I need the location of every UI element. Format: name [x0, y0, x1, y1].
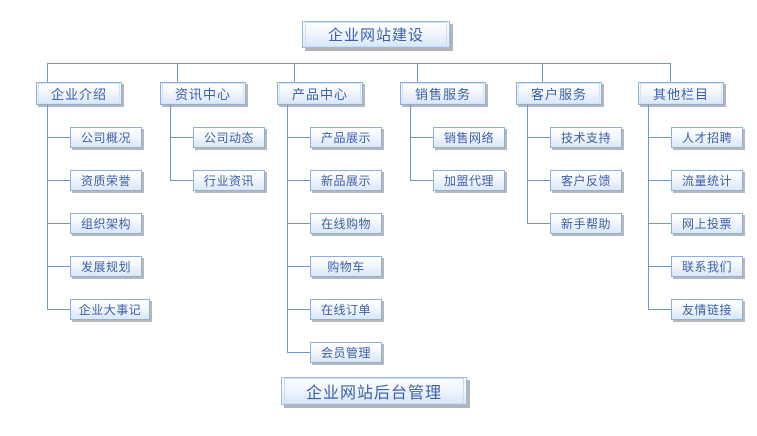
connector-branch-5-1: [527, 137, 550, 138]
connector-trunk-4: [410, 105, 411, 180]
leaf-node-3-3[interactable]: 在线购物: [310, 213, 382, 234]
connector-branch-1-1: [47, 137, 70, 138]
leaf-node-3-1[interactable]: 产品展示: [310, 127, 382, 148]
connector-branch-1-5: [47, 309, 70, 310]
category-node-5[interactable]: 客户服务: [516, 82, 602, 105]
connector-trunk-6: [648, 105, 649, 309]
category-node-1[interactable]: 企业介绍: [36, 82, 122, 105]
category-label-6: 其他栏目: [640, 83, 722, 104]
root-node-label: 企业网站建设: [305, 22, 447, 47]
connector-branch-3-5: [287, 309, 310, 310]
connector-drop-4: [417, 63, 418, 82]
leaf-node-3-2[interactable]: 新品展示: [310, 170, 382, 191]
connector-branch-3-1: [287, 137, 310, 138]
leaf-node-6-3[interactable]: 网上投票: [671, 213, 743, 234]
connector-trunk-1: [47, 105, 48, 309]
leaf-node-1-1[interactable]: 公司概况: [70, 127, 142, 148]
leaf-node-5-1[interactable]: 技术支持: [550, 127, 622, 148]
leaf-node-1-2[interactable]: 资质荣誉: [70, 170, 142, 191]
category-node-3[interactable]: 产品中心: [277, 82, 363, 105]
leaf-node-5-2[interactable]: 客户反馈: [550, 170, 622, 191]
leaf-node-6-1[interactable]: 人才招聘: [671, 127, 743, 148]
footer-node[interactable]: 企业网站后台管理: [281, 377, 467, 405]
leaf-node-1-3[interactable]: 组织架构: [70, 213, 142, 234]
leaf-node-6-5[interactable]: 友情链接: [671, 299, 743, 320]
connector-trunk-5: [527, 105, 528, 223]
category-label-5: 客户服务: [518, 83, 600, 104]
connector-drop-2: [177, 63, 178, 82]
connector-branch-4-2: [410, 180, 433, 181]
leaf-node-4-1[interactable]: 销售网络: [433, 127, 505, 148]
connector-trunk-2: [170, 105, 171, 180]
leaf-node-3-6[interactable]: 会员管理: [310, 342, 382, 363]
leaf-node-2-2[interactable]: 行业资讯: [193, 170, 265, 191]
connector-branch-1-4: [47, 266, 70, 267]
connector-branch-6-3: [648, 223, 671, 224]
connector-branch-3-4: [287, 266, 310, 267]
category-label-3: 产品中心: [279, 83, 361, 104]
leaf-node-2-1[interactable]: 公司动态: [193, 127, 265, 148]
root-node[interactable]: 企业网站建设: [302, 21, 450, 48]
connector-branch-1-2: [47, 180, 70, 181]
connector-branch-3-6: [287, 352, 310, 353]
connector-top-bus: [47, 63, 671, 64]
leaf-node-1-5[interactable]: 企业大事记: [70, 299, 150, 320]
leaf-node-3-5[interactable]: 在线订单: [310, 299, 382, 320]
leaf-node-6-2[interactable]: 流量统计: [671, 170, 743, 191]
connector-trunk-3: [287, 105, 288, 352]
connector-branch-3-2: [287, 180, 310, 181]
category-node-4[interactable]: 销售服务: [400, 82, 486, 105]
connector-branch-6-1: [648, 137, 671, 138]
connector-branch-5-2: [527, 180, 550, 181]
category-node-6[interactable]: 其他栏目: [638, 82, 724, 105]
leaf-node-4-2[interactable]: 加盟代理: [433, 170, 505, 191]
connector-branch-3-3: [287, 223, 310, 224]
connector-branch-1-3: [47, 223, 70, 224]
footer-node-label: 企业网站后台管理: [284, 378, 464, 404]
connector-branch-2-1: [170, 137, 193, 138]
category-label-2: 资讯中心: [162, 83, 244, 104]
connector-branch-5-3: [527, 223, 550, 224]
connector-branch-2-2: [170, 180, 193, 181]
leaf-node-6-4[interactable]: 联系我们: [671, 256, 743, 277]
leaf-node-5-3[interactable]: 新手帮助: [550, 213, 622, 234]
connector-branch-6-5: [648, 309, 671, 310]
connector-drop-6: [670, 63, 671, 82]
leaf-node-3-4[interactable]: 购物车: [310, 256, 382, 277]
connector-branch-6-2: [648, 180, 671, 181]
leaf-node-1-4[interactable]: 发展规划: [70, 256, 142, 277]
connector-branch-4-1: [410, 137, 433, 138]
category-label-1: 企业介绍: [38, 83, 120, 104]
connector-drop-1: [47, 63, 48, 82]
connector-drop-5: [542, 63, 543, 82]
category-label-4: 销售服务: [402, 83, 484, 104]
connector-drop-3: [294, 63, 295, 82]
connector-branch-6-4: [648, 266, 671, 267]
category-node-2[interactable]: 资讯中心: [160, 82, 246, 105]
